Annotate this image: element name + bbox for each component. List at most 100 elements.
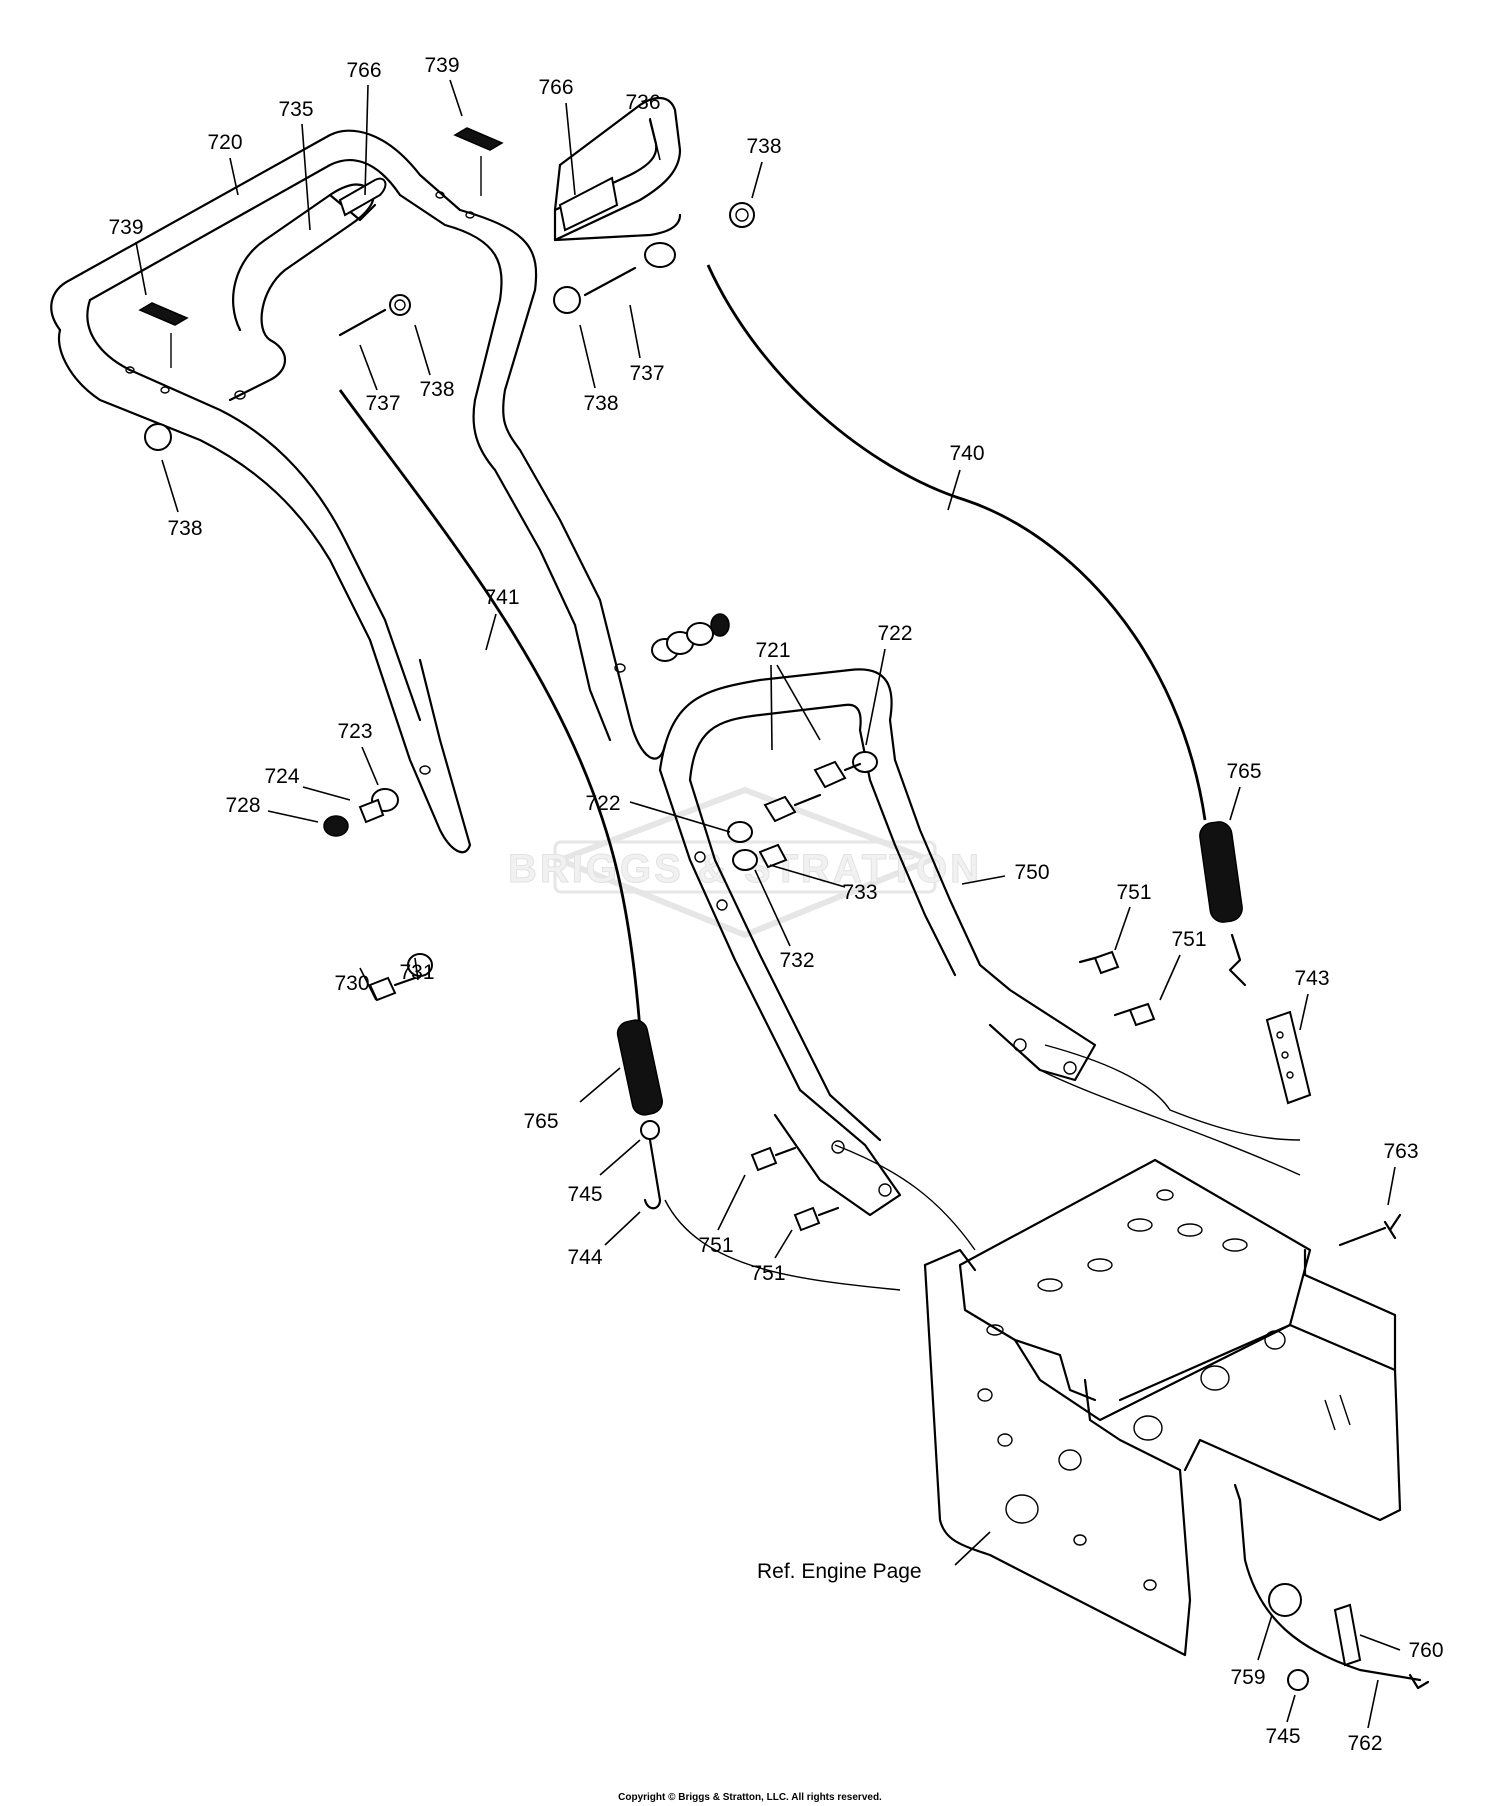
svg-text:736: 736 <box>625 91 660 114</box>
svg-text:751: 751 <box>1116 881 1151 904</box>
svg-text:765: 765 <box>1226 760 1261 783</box>
svg-text:721: 721 <box>755 639 790 662</box>
bracket-743 <box>1228 933 1312 1105</box>
svg-text:737: 737 <box>365 392 400 415</box>
svg-text:763: 763 <box>1383 1140 1418 1163</box>
svg-text:735: 735 <box>278 98 313 121</box>
svg-text:738: 738 <box>167 517 202 540</box>
spring-hook-744 <box>643 1138 662 1210</box>
callout-751-a: 751 <box>1114 881 1152 951</box>
svg-text:765: 765 <box>523 1110 558 1133</box>
callout-751-c: 751 <box>698 1174 746 1257</box>
callout-751-b: 751 <box>1159 928 1207 1001</box>
cable-741 <box>338 389 642 1031</box>
svg-text:728: 728 <box>225 794 260 817</box>
svg-text:766: 766 <box>346 59 381 82</box>
callout-733: 733 <box>769 864 878 904</box>
svg-text:745: 745 <box>567 1183 602 1206</box>
svg-text:722: 722 <box>877 622 912 645</box>
callout-722-mid: 722 <box>585 792 731 833</box>
svg-text:738: 738 <box>583 392 618 415</box>
lower-handle-750 <box>658 668 1097 1217</box>
svg-text:730: 730 <box>334 972 369 995</box>
callout-labels: 739 766 766 736 735 720 738 739 737 738 … <box>0 0 1444 1755</box>
callout-762: 762 <box>1347 1679 1383 1755</box>
svg-text:743: 743 <box>1294 967 1329 990</box>
svg-text:739: 739 <box>424 54 459 77</box>
callout-745-lower: 745 <box>1265 1694 1301 1748</box>
copyright-notice: Copyright © Briggs & Stratton, LLC. All … <box>618 1792 882 1803</box>
callout-738-mid-left: 738 <box>414 324 455 401</box>
callout-720: 720 <box>207 131 243 196</box>
svg-text:750: 750 <box>1014 861 1049 884</box>
svg-text:751: 751 <box>1171 928 1206 951</box>
svg-text:760: 760 <box>1408 1639 1443 1662</box>
actuator-759-760 <box>1233 1483 1430 1690</box>
svg-text:732: 732 <box>779 949 814 972</box>
svg-text:751: 751 <box>750 1262 785 1285</box>
callout-751-d: 751 <box>750 1229 793 1285</box>
svg-text:745: 745 <box>1265 1725 1300 1748</box>
callout-737-left: 737 <box>359 344 401 415</box>
bail-lever-735 <box>228 183 377 402</box>
svg-text:733: 733 <box>842 881 877 904</box>
callout-736: 736 <box>625 91 661 161</box>
callout-739-left: 739 <box>108 216 147 296</box>
callout-738-mid-right: 738 <box>579 324 619 415</box>
hardware-set <box>323 613 1402 1691</box>
svg-text:741: 741 <box>484 586 519 609</box>
callout-740: 740 <box>947 442 985 511</box>
svg-text:762: 762 <box>1347 1732 1382 1755</box>
svg-text:759: 759 <box>1230 1666 1265 1689</box>
callout-741: 741 <box>484 586 520 651</box>
svg-text:744: 744 <box>567 1246 602 1269</box>
reference-engine-page: Ref. Engine Page <box>757 1531 991 1583</box>
callout-763: 763 <box>1383 1140 1419 1206</box>
callout-743: 743 <box>1294 967 1330 1031</box>
callout-744: 744 <box>567 1211 641 1269</box>
callout-765-right: 765 <box>1226 760 1262 821</box>
callout-722-top: 722 <box>865 622 913 746</box>
callout-738-top-right: 738 <box>746 135 782 199</box>
callout-759: 759 <box>1230 1614 1273 1689</box>
svg-text:740: 740 <box>949 442 984 465</box>
grip-766-right <box>558 176 619 232</box>
cap-738-lower <box>144 423 172 451</box>
svg-text:738: 738 <box>419 378 454 401</box>
callout-738-lower-left: 738 <box>161 459 203 540</box>
spring-765-right <box>1199 821 1243 923</box>
callout-731: 731 <box>399 957 435 984</box>
svg-text:751: 751 <box>698 1234 733 1257</box>
callout-766-right: 766 <box>538 76 576 196</box>
callout-750: 750 <box>961 861 1050 885</box>
callout-739-top: 739 <box>424 54 463 117</box>
pin-737-left <box>338 294 411 337</box>
callout-760: 760 <box>1359 1634 1444 1662</box>
callout-735: 735 <box>278 98 314 231</box>
spring-765-left <box>616 1019 663 1116</box>
decal-739-left <box>138 302 189 326</box>
svg-text:737: 737 <box>629 362 664 385</box>
reference-outline <box>664 1044 1301 1291</box>
callout-730: 730 <box>334 967 377 1001</box>
svg-text:739: 739 <box>108 216 143 239</box>
svg-text:738: 738 <box>746 135 781 158</box>
callout-738-pin-right: 738 <box>0 0 19 6</box>
svg-text:Ref. Engine Page: Ref. Engine Page <box>757 1560 922 1583</box>
callout-728: 728 <box>225 794 319 823</box>
callout-745-upper: 745 <box>567 1139 641 1206</box>
decal-739-right <box>453 127 504 151</box>
callout-721: 721 <box>755 639 821 751</box>
callout-723: 723 <box>337 720 379 786</box>
cable-740 <box>706 264 1207 821</box>
grip-766-left <box>338 177 387 217</box>
svg-text:720: 720 <box>207 131 242 154</box>
svg-text:724: 724 <box>264 765 299 788</box>
pin-737-right <box>553 202 755 314</box>
callout-732: 732 <box>754 869 815 972</box>
callout-765-left: 765 <box>523 1067 621 1133</box>
svg-text:766: 766 <box>538 76 573 99</box>
svg-text:722: 722 <box>585 792 620 815</box>
engine-mounting-plate <box>923 1158 1402 1657</box>
